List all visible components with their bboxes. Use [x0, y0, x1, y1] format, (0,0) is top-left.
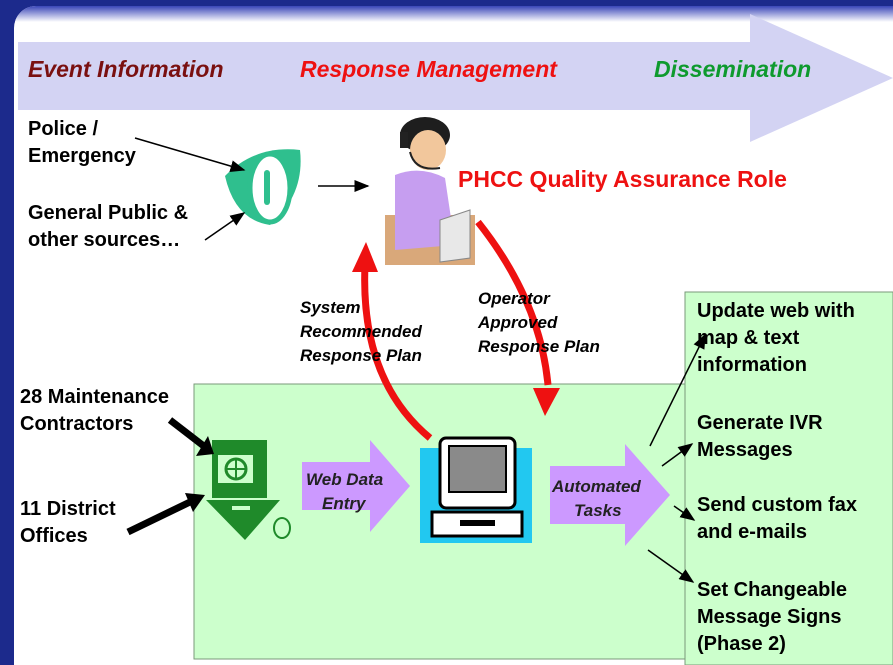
police-line-1: Police / — [28, 118, 99, 140]
phone-icon — [225, 149, 301, 225]
contractors-line-1: 28 Maintenance — [20, 386, 169, 408]
contractors-label: 28 Maintenance Contractors — [20, 384, 169, 438]
web-entry-label: Web Data Entry — [306, 468, 383, 516]
system-plan-line-2: Recommended — [300, 322, 422, 341]
public-line-2: other sources… — [28, 229, 181, 251]
role-title: PHCC Quality Assurance Role — [458, 166, 787, 192]
police-line-2: Emergency — [28, 145, 136, 167]
output-web-line-1: Update web with — [697, 300, 855, 322]
web-entry-arrow — [302, 440, 410, 532]
public-label: General Public & other sources… — [28, 200, 188, 254]
output-web-line-2: map & text — [697, 327, 800, 349]
operator-plan-line-3: Response Plan — [478, 337, 600, 356]
output-ivr-line-2: Messages — [697, 439, 793, 461]
district-line-1: 11 District — [20, 498, 116, 520]
system-plan-line-1: System — [300, 298, 361, 317]
output-web-line-3: information — [697, 354, 807, 376]
automated-line-1: Automated — [552, 477, 641, 496]
top-band — [14, 6, 893, 22]
district-line-2: Offices — [20, 525, 88, 547]
output-fax-line-1: Send custom fax — [697, 494, 858, 516]
automated-label: Automated Tasks — [552, 475, 641, 523]
output-web: Update web with map & text information — [697, 298, 855, 379]
output-ivr-line-1: Generate IVR — [697, 412, 823, 434]
dissemination-label: Dissemination — [654, 56, 812, 82]
output-ivr: Generate IVR Messages — [697, 410, 823, 464]
output-signs: Set Changeable Message Signs (Phase 2) — [697, 577, 847, 658]
contractors-line-2: Contractors — [20, 413, 134, 435]
system-plan-arrow — [361, 264, 433, 441]
output-signs-line-1: Set Changeable — [697, 579, 848, 601]
automated-line-2: Tasks — [574, 501, 622, 520]
operator-plan-line-1: Operator — [478, 289, 550, 308]
public-line-1: General Public & — [28, 202, 189, 224]
output-signs-line-3: (Phase 2) — [697, 633, 786, 655]
phase-arrow — [18, 14, 893, 142]
event-information-label: Event Information — [28, 56, 224, 82]
response-management-label: Response Management — [300, 56, 557, 82]
district-label: 11 District Offices — [20, 496, 116, 550]
operator-plan-label: Operator Approved Response Plan — [478, 287, 600, 359]
output-region — [684, 291, 893, 665]
computer-icon — [420, 436, 532, 543]
system-plan-label: System Recommended Response Plan — [300, 296, 422, 368]
output-fax-line-2: and e-mails — [697, 521, 808, 543]
web-terminal-icon — [206, 440, 291, 540]
web-entry-line-2: Entry — [322, 494, 366, 513]
operator-plan-line-2: Approved — [478, 313, 558, 332]
operator-icon — [385, 117, 475, 265]
system-plan-line-3: Response Plan — [300, 346, 422, 365]
operator-plan-arrow — [475, 219, 552, 386]
output-signs-line-2: Message Signs — [697, 606, 842, 628]
web-entry-line-1: Web Data — [306, 470, 384, 489]
automated-arrow — [550, 444, 670, 546]
output-fax: Send custom fax and e-mails — [697, 492, 857, 546]
police-label: Police / Emergency — [28, 116, 136, 170]
